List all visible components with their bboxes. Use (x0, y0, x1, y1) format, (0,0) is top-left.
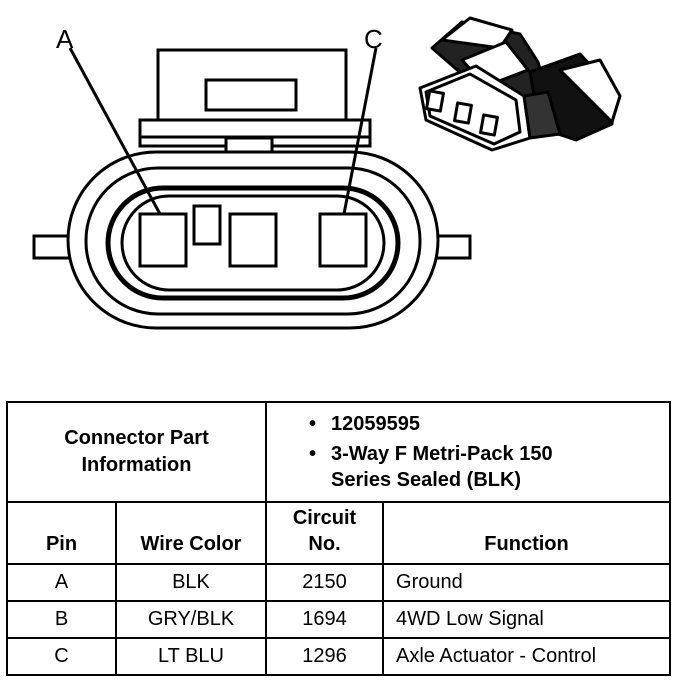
circuit-cell: 1296 (265, 637, 385, 676)
leader-line-a (68, 47, 162, 215)
bullet-icon: • (309, 443, 317, 465)
circuit-cell: 1694 (265, 600, 385, 639)
wire-color-cell: GRY/BLK (114, 600, 268, 639)
wire-color-cell: LT BLU (114, 637, 268, 676)
part-number: 12059595 (331, 413, 420, 435)
connector-info-table: Connector Part Information • 12059595 • … (5, 401, 672, 676)
connector-part-info-label: Connector Part Information (5, 401, 268, 503)
col-header-wire-color: Wire Color (114, 501, 268, 565)
part-description-item: • 3-Way F Metri-Pack 150 Series Sealed (… (309, 441, 669, 493)
function-cell: Axle Actuator - Control (382, 637, 672, 676)
wire-color-cell: BLK (114, 563, 268, 602)
col-header-function: Function (382, 501, 672, 565)
connector-latch (138, 48, 372, 162)
circuit-cell: 2150 (265, 563, 385, 602)
cavity-a (138, 212, 188, 268)
connector-diagram: A C (32, 16, 622, 330)
table-row: A BLK 2150 Ground (6, 563, 672, 602)
leader-line-c (342, 47, 378, 215)
bullet-icon: • (309, 413, 317, 435)
connector-3d-illustration (418, 16, 622, 152)
pin-label-c: C (364, 24, 383, 54)
pin-cell: C (6, 637, 117, 676)
pin-cell: A (6, 563, 117, 602)
col-header-circuit-no: Circuit No. (265, 501, 385, 565)
cavity-c (318, 212, 368, 268)
cavity-b (228, 212, 278, 268)
part-description: 3-Way F Metri-Pack 150 Series Sealed (BL… (331, 443, 553, 491)
pin-cell: B (6, 600, 117, 639)
part-info-row: Connector Part Information • 12059595 • … (5, 401, 672, 503)
part-details: • 12059595 • 3-Way F Metri-Pack 150 Seri… (265, 401, 672, 503)
part-number-item: • 12059595 (309, 411, 669, 437)
cavity-key (192, 204, 222, 246)
function-cell: 4WD Low Signal (382, 600, 672, 639)
table-row: B GRY/BLK 1694 4WD Low Signal (6, 600, 672, 639)
pin-cavities (138, 204, 368, 268)
column-header-row: Pin Wire Color Circuit No. Function (6, 501, 672, 565)
pin-label-a: A (56, 24, 74, 54)
table-row: C LT BLU 1296 Axle Actuator - Control (6, 637, 672, 676)
col-header-pin: Pin (6, 501, 117, 565)
function-cell: Ground (382, 563, 672, 602)
